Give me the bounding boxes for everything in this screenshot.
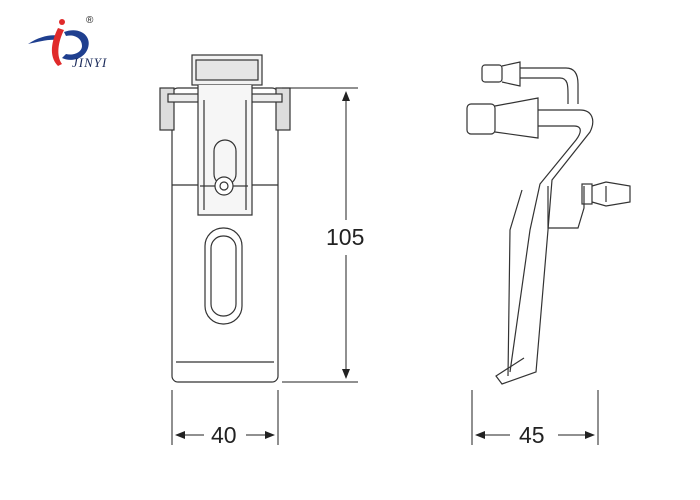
side-view xyxy=(466,61,631,385)
front-width-dimension-label: 40 xyxy=(211,422,237,448)
dimension-lines xyxy=(171,87,599,445)
brand-name: JINYI xyxy=(72,55,107,70)
front-view xyxy=(159,54,291,383)
jinyi-logo: ® JINYI xyxy=(28,15,107,70)
registered-mark: ® xyxy=(86,15,94,26)
side-width-dimension-label: 45 xyxy=(519,422,545,448)
height-dimension-label: 105 xyxy=(326,224,364,250)
